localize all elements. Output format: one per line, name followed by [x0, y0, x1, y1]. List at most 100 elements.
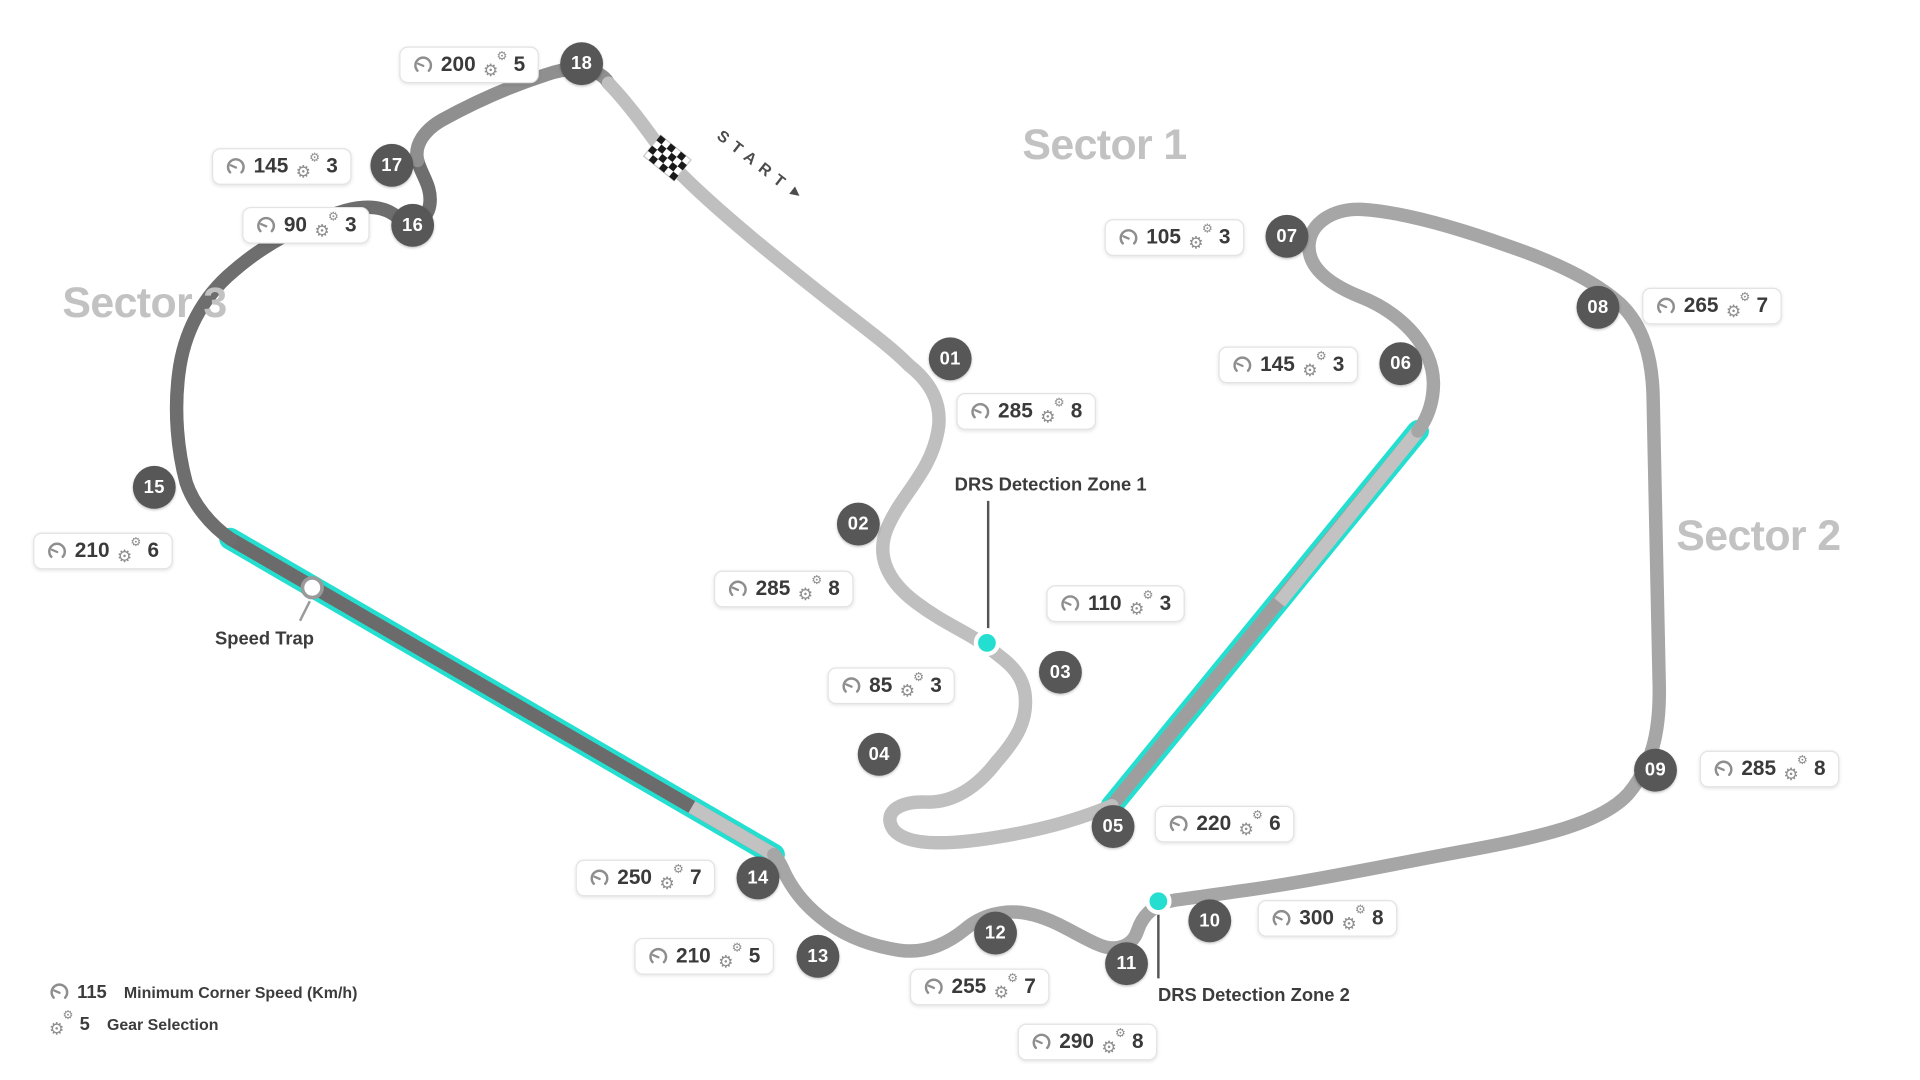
speedometer-icon: [841, 675, 862, 696]
badge-gear-value: 8: [1814, 756, 1826, 781]
corner-marker: 02: [836, 502, 880, 546]
badge-gear-value: 8: [1070, 399, 1083, 423]
speedometer-icon: [256, 215, 277, 236]
badge-speed-value: 300: [1299, 906, 1335, 930]
speed-gear-badge: 265 ⚙⚙ 7: [1642, 287, 1782, 325]
speed-gear-badge: 285 ⚙⚙ 8: [956, 393, 1096, 430]
badge-speed-value: 90: [283, 213, 308, 237]
speedometer-icon: [1031, 1032, 1052, 1053]
badge-gear-value: 8: [1131, 1029, 1144, 1054]
badge-gear-value: 3: [930, 673, 942, 697]
sector-3-label: Sector 3: [62, 279, 227, 327]
drs-detection-zone-2-label: DRS Detection Zone 2: [1157, 985, 1350, 1006]
gear-icon: ⚙⚙: [1783, 753, 1808, 784]
speed-gear-badge: 285 ⚙⚙ 8: [1699, 750, 1840, 788]
legend-speed-value: 115: [77, 982, 107, 1003]
badge-speed-value: 285: [755, 576, 791, 601]
speedometer-icon: [1232, 354, 1253, 375]
badge-gear-value: 3: [1332, 352, 1345, 376]
corner-marker: 16: [391, 203, 435, 247]
speedometer-icon: [727, 579, 748, 600]
badge-speed-value: 145: [253, 154, 289, 178]
corner-marker: 01: [928, 337, 972, 381]
sector-2-label: Sector 2: [1676, 511, 1841, 560]
badge-speed-value: 200: [440, 52, 476, 76]
badge-speed-value: 105: [1146, 225, 1181, 249]
gear-icon: ⚙⚙: [659, 862, 684, 893]
gear-icon: ⚙⚙: [1725, 290, 1751, 321]
badge-gear-value: 3: [326, 154, 338, 178]
corner-marker: 07: [1265, 214, 1309, 258]
corner-marker: 15: [132, 465, 176, 509]
speedometer-icon: [970, 401, 991, 422]
speedometer-icon: [49, 982, 70, 1003]
badge-speed-value: 220: [1196, 811, 1232, 836]
speedometer-icon: [1271, 908, 1292, 929]
corner-marker: 08: [1576, 285, 1620, 329]
speed-gear-badge: 105 ⚙⚙ 3: [1104, 219, 1244, 256]
badge-gear-value: 7: [689, 865, 702, 889]
corner-marker: 06: [1379, 342, 1423, 386]
speedometer-icon: [1713, 759, 1734, 780]
badge-gear-value: 7: [1756, 293, 1769, 318]
sector-boundary-light-segment-2: [688, 801, 778, 861]
gear-icon: ⚙⚙: [483, 49, 508, 79]
corner-marker: 03: [1038, 650, 1082, 694]
speedometer-icon: [648, 946, 669, 967]
corner-marker: 10: [1188, 899, 1232, 943]
badge-speed-value: 285: [998, 399, 1033, 423]
badge-gear-value: 5: [513, 52, 526, 76]
badge-speed-value: 285: [1741, 756, 1777, 781]
gear-icon: ⚙⚙: [1101, 1026, 1126, 1057]
speedometer-icon: [1060, 593, 1081, 614]
speedometer-icon: [589, 868, 610, 889]
badge-gear-value: 7: [1024, 974, 1036, 998]
speed-trap-dot: [300, 576, 324, 600]
gear-icon: ⚙⚙: [993, 971, 1019, 1002]
corner-marker: 12: [974, 911, 1017, 955]
corner-marker: 09: [1634, 748, 1677, 792]
gear-icon: ⚙⚙: [899, 670, 925, 700]
drs-detection-dot-1: [973, 629, 1001, 657]
speed-gear-badge: 255 ⚙⚙ 7: [909, 968, 1050, 1006]
speedometer-icon: [413, 54, 434, 75]
corner-marker: 14: [736, 856, 780, 900]
speedometer-icon: [47, 541, 68, 562]
speed-gear-badge: 110 ⚙⚙ 3: [1046, 585, 1185, 623]
speedometer-icon: [1656, 296, 1677, 317]
speed-trap-label: Speed Trap: [214, 628, 314, 650]
badge-speed-value: 210: [676, 944, 711, 968]
gear-icon: ⚙⚙: [116, 535, 142, 566]
speed-gear-badge: 290 ⚙⚙ 8: [1017, 1023, 1158, 1061]
corner-marker: 05: [1091, 805, 1135, 848]
drs-detection-dot-2: [1145, 888, 1172, 915]
gear-icon: ⚙⚙: [48, 1008, 74, 1039]
corner-marker: 11: [1105, 942, 1148, 986]
speedometer-icon: [1118, 227, 1139, 248]
gear-icon: ⚙⚙: [1341, 903, 1366, 933]
drs-detection-zone-1-label: DRS Detection Zone 1: [954, 474, 1147, 496]
speed-gear-badge: 145 ⚙⚙ 3: [1218, 346, 1358, 384]
sector-1-label: Sector 1: [1022, 121, 1187, 169]
gear-icon: ⚙⚙: [1040, 396, 1065, 426]
speedometer-icon: [1168, 814, 1189, 835]
speed-gear-badge: 200 ⚙⚙ 5: [399, 46, 539, 84]
gear-icon: ⚙⚙: [295, 151, 321, 181]
sector1-track-path: [601, 76, 1119, 850]
speedometer-icon: [225, 156, 246, 177]
gear-icon: ⚙⚙: [1188, 222, 1213, 252]
speed-gear-badge: 285 ⚙⚙ 8: [713, 570, 854, 608]
legend-speed-row: 115 Minimum Corner Speed (Km/h): [49, 982, 357, 1003]
legend-speed-text: Minimum Corner Speed (Km/h): [123, 983, 358, 1002]
speed-gear-badge: 145 ⚙⚙ 3: [211, 148, 352, 185]
badge-speed-value: 210: [74, 538, 110, 563]
badge-gear-value: 6: [147, 538, 160, 563]
corner-marker: 13: [796, 934, 840, 978]
sector-boundary-light-segment-1: [1274, 426, 1424, 607]
badge-gear-value: 3: [1218, 225, 1231, 249]
corner-marker: 18: [560, 42, 604, 86]
speed-gear-badge: 220 ⚙⚙ 6: [1154, 805, 1295, 843]
